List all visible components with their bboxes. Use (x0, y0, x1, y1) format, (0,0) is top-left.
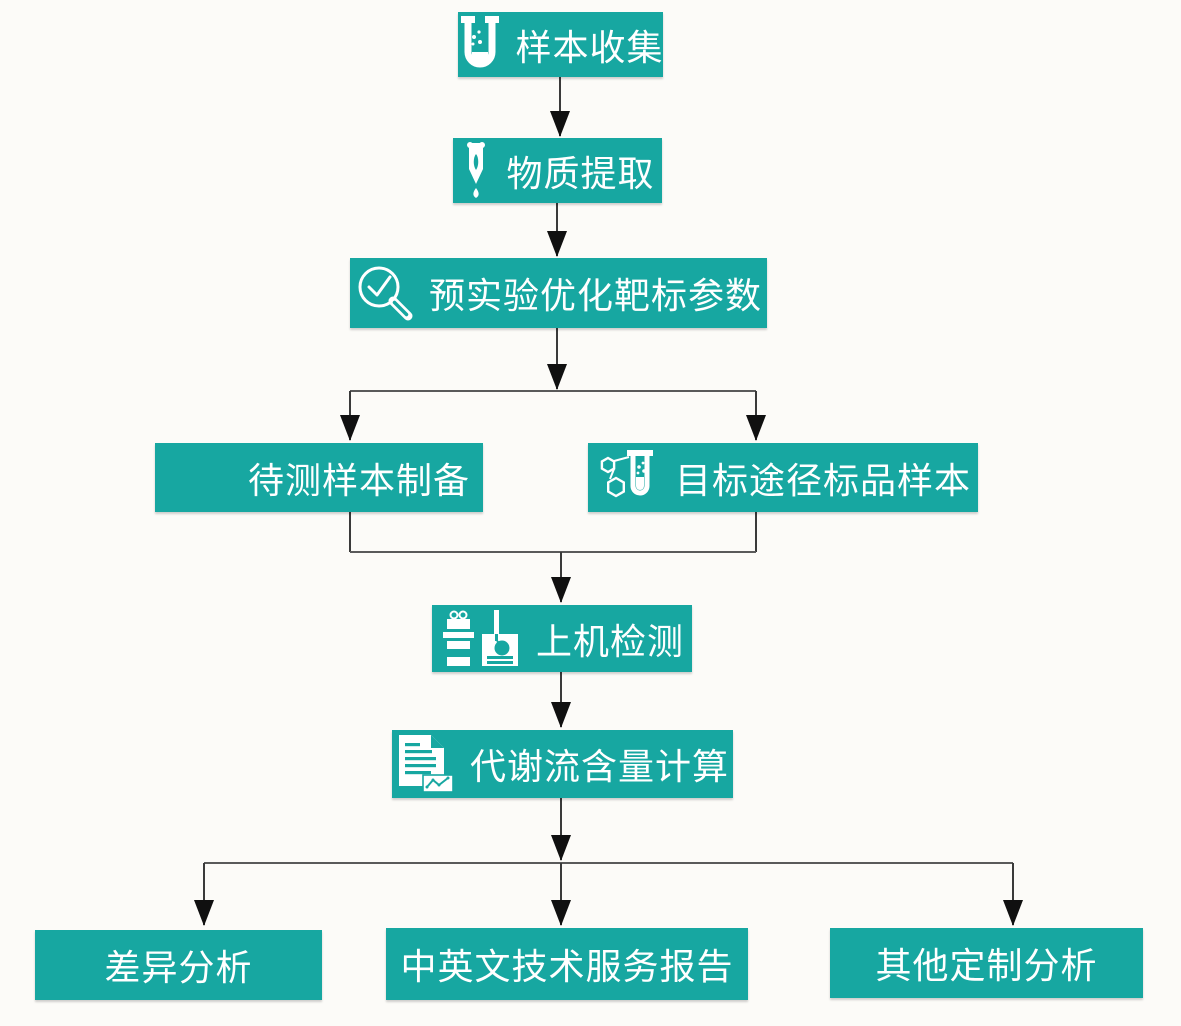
node-label: 代谢流含量计算 (469, 746, 729, 787)
analyzer-icon (442, 609, 518, 666)
node-label: 样本收集 (515, 26, 664, 68)
node-label: 中英文技术服务报告 (400, 946, 734, 987)
node-label: 预实验优化靶标参数 (428, 275, 762, 316)
dropper-icon (467, 141, 486, 198)
molecule-test-tube-icon (600, 449, 653, 497)
test-tube-icon (460, 15, 499, 67)
node-pre-experiment-optimization: 预实验优化靶标参数 (350, 258, 767, 328)
node-flux-calculation: 代谢流含量计算 (392, 730, 733, 798)
node-sample-preparation: 待测样本制备 (155, 443, 483, 512)
node-difference-analysis: 差异分析 (35, 930, 322, 1000)
node-sample-collection: 样本收集 (458, 12, 663, 77)
node-substance-extraction: 物质提取 (453, 138, 662, 203)
magnifier-check-icon (358, 266, 413, 321)
document-chart-icon (398, 735, 454, 793)
node-label: 其他定制分析 (875, 945, 1098, 986)
node-label: 差异分析 (104, 947, 253, 988)
node-label: 物质提取 (506, 152, 655, 194)
node-instrument-detection: 上机检测 (432, 605, 692, 672)
node-label: 上机检测 (535, 620, 684, 662)
node-target-pathway-standard: 目标途径标品样本 (588, 443, 978, 512)
node-label: 目标途径标品样本 (674, 459, 971, 501)
node-label: 待测样本制备 (247, 459, 470, 501)
node-bilingual-report: 中英文技术服务报告 (386, 928, 748, 1000)
node-custom-analysis: 其他定制分析 (830, 928, 1143, 998)
